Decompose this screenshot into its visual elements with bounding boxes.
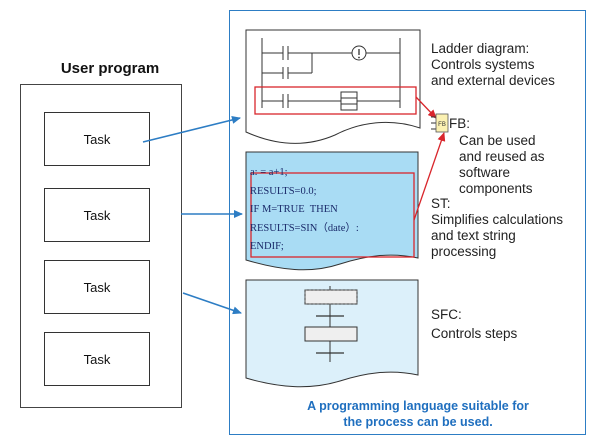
ladder-desc-line: and external devices	[431, 73, 555, 88]
task-box: Task	[44, 260, 150, 314]
fb-desc-line: and reused as	[459, 149, 545, 164]
st-desc-line: processing	[431, 244, 497, 259]
arrow-sfc-to-task	[182, 292, 242, 315]
fb-label: FB:	[449, 116, 471, 131]
sfc-label: SFC:	[431, 307, 462, 322]
st-description: ST: Simplifies calculations and text str…	[431, 196, 563, 260]
arrow-st-to-fb	[413, 132, 446, 221]
sfc-card	[245, 279, 419, 388]
fb-icon: FB	[431, 113, 449, 133]
st-code: a: = a+1; RESULTS=0.0; IF M=TRUE THEN RE…	[250, 164, 359, 257]
ladder-desc-line: Controls systems	[431, 57, 535, 72]
task-box: Task	[44, 188, 150, 242]
ladder-label: Ladder diagram:	[431, 41, 530, 56]
ladder-description: Ladder diagram: Controls systems and ext…	[431, 41, 555, 89]
fb-highlight-st	[250, 172, 415, 258]
code-line: ENDIF;	[250, 241, 284, 252]
st-desc-line: Simplifies calculations	[431, 212, 564, 227]
sfc-desc-line: Controls steps	[431, 326, 518, 341]
code-line: a: = a+1;	[250, 167, 288, 178]
st-desc-line: and text string	[431, 228, 516, 243]
fb-desc-line: components	[459, 181, 533, 196]
code-line: RESULTS=SIN（date）:	[250, 222, 359, 234]
fb-desc-line: Can be used	[459, 133, 536, 148]
code-line: RESULTS=0.0;	[250, 185, 317, 197]
arrow-ladder-to-fb	[415, 96, 437, 119]
fb-highlight-ladder	[254, 86, 417, 115]
st-code-card	[245, 151, 419, 271]
code-line: IF M=TRUE THEN	[250, 204, 338, 215]
user-program-box: Task Task Task Task	[20, 84, 182, 408]
footer-line: the process can be used.	[343, 415, 493, 429]
fb-desc-line: software	[459, 165, 511, 180]
footer-line: A programming language suitable for	[307, 399, 529, 413]
task-box: Task	[44, 332, 150, 386]
task-box: Task	[44, 112, 150, 166]
user-program-title: User program	[60, 60, 160, 77]
st-label: ST:	[431, 196, 451, 211]
fb-icon-label: FB	[438, 122, 446, 128]
fb-description: Can be used and reused as software compo…	[459, 133, 545, 197]
footer-caption: A programming language suitable for the …	[268, 398, 568, 430]
arrow-ladder-to-task	[142, 116, 241, 143]
